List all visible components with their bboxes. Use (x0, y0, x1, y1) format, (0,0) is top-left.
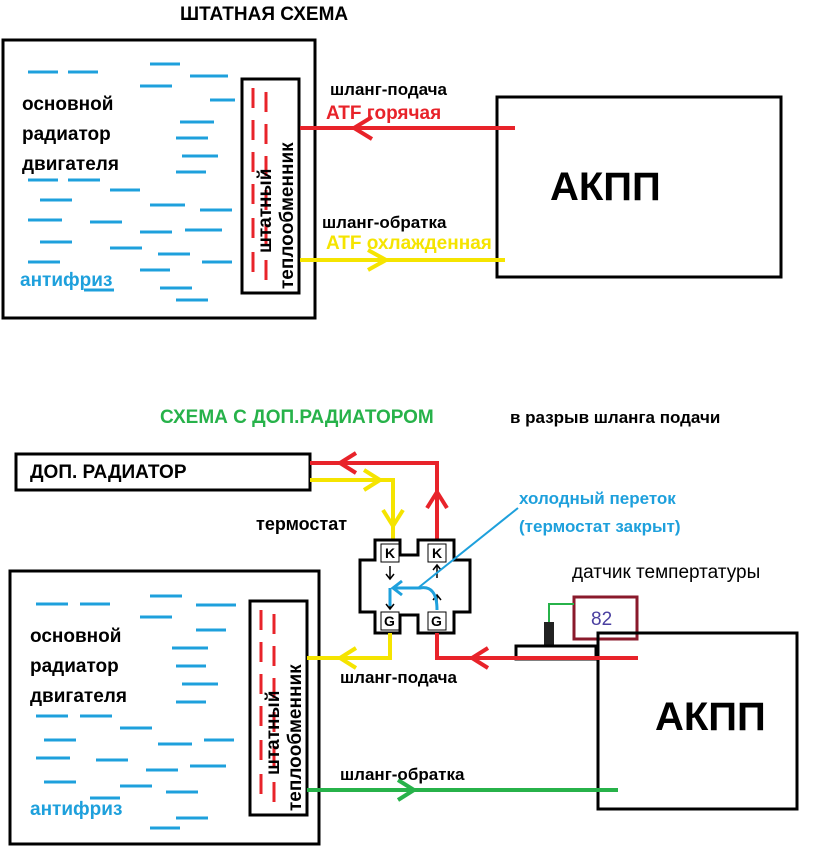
top-main-radiator (1, 38, 317, 320)
top-return-arrow (367, 248, 391, 272)
bottom-radiator-label-3: двигателя (30, 686, 127, 707)
cold-bypass-flow (388, 579, 439, 611)
top-atf-cooled-label: ATF охлажденная (326, 233, 492, 254)
aux-red-hose (310, 461, 439, 560)
aux-yellow-hose (310, 478, 395, 560)
port-g-right-label: G (431, 613, 442, 629)
top-supply-arrow (350, 115, 374, 141)
port-k-right (427, 543, 447, 563)
sensor-probe (544, 622, 554, 646)
bottom-radiator-label-1: основной (30, 626, 121, 647)
bottom-antifreeze-label: антифриз (30, 799, 122, 820)
bottom-supply-yellow-arrow (336, 646, 358, 670)
bottom-return-arrow (396, 778, 418, 802)
bottom-supply-label: шланг-подача (340, 668, 458, 687)
top-title: ШТАТНАЯ СХЕМА (180, 4, 348, 25)
bottom-main-radiator (8, 569, 321, 846)
aux-radiator-label: ДОП. РАДИАТОР (30, 462, 187, 483)
top-return-label: шланг-обратка (322, 213, 447, 232)
top-atf-hot-label: ATF горячая (326, 103, 441, 124)
aux-radiator-box (14, 452, 312, 492)
aux-yellow-arrow-down (381, 508, 405, 530)
top-exchanger-label-2: теплообменник (277, 142, 298, 289)
port-k-left (380, 543, 400, 563)
top-exchanger-red-dashes (251, 88, 268, 280)
port-g-right (427, 611, 447, 631)
cold-bypass-label-2: (термостат закрыт) (519, 517, 680, 536)
bottom-supply-red-arrow (468, 646, 490, 670)
bottom-title-black: в разрыв шланга подачи (510, 408, 720, 427)
bottom-radiator-label-2: радиатор (30, 656, 119, 677)
top-supply-label: шланг-подача (330, 80, 448, 99)
bottom-akpp-label: АКПП (655, 695, 766, 739)
sensor-value: 82 (591, 609, 612, 630)
port-g-left (380, 611, 400, 631)
sensor-wire (548, 603, 574, 628)
thermostat-label: термостат (256, 514, 347, 534)
top-akpp-label: АКПП (550, 165, 661, 209)
bottom-exchanger-label-1: штатный (263, 691, 284, 775)
top-exchanger-label-1: штатный (255, 169, 276, 253)
cold-bypass-leader (417, 507, 519, 589)
top-radiator-label-2: радиатор (22, 124, 111, 145)
top-radiator-label-1: основной (22, 94, 113, 115)
port-k-left-label: K (385, 545, 395, 561)
sensor-label: датчик темпертатуры (572, 562, 760, 583)
bottom-antifreeze-dashes (36, 594, 236, 830)
bottom-supply-yellow-hose (307, 633, 392, 660)
port-k-right-label: K (432, 545, 442, 561)
aux-red-arrow-up (425, 488, 449, 510)
aux-red-arrow-left (336, 451, 358, 475)
top-akpp-box (495, 95, 783, 279)
bottom-supply-red-hose (435, 633, 638, 660)
port-g-left-label: G (384, 613, 395, 629)
aux-yellow-arrow-right (362, 468, 384, 492)
bottom-title-green: СХЕМА С ДОП.РАДИАТОРОМ (160, 407, 434, 428)
cold-bypass-label-1: холодный переток (519, 489, 676, 508)
bottom-akpp-box (596, 631, 799, 811)
top-antifreeze-label: антифриз (20, 270, 112, 291)
bottom-return-label: шланг-обратка (340, 765, 465, 784)
bottom-exchanger-label-2: теплообменник (285, 664, 306, 811)
top-radiator-label-3: двигателя (22, 154, 119, 175)
top-antifreeze-dashes (28, 62, 235, 302)
bottom-exchanger-red-dashes (259, 610, 276, 802)
